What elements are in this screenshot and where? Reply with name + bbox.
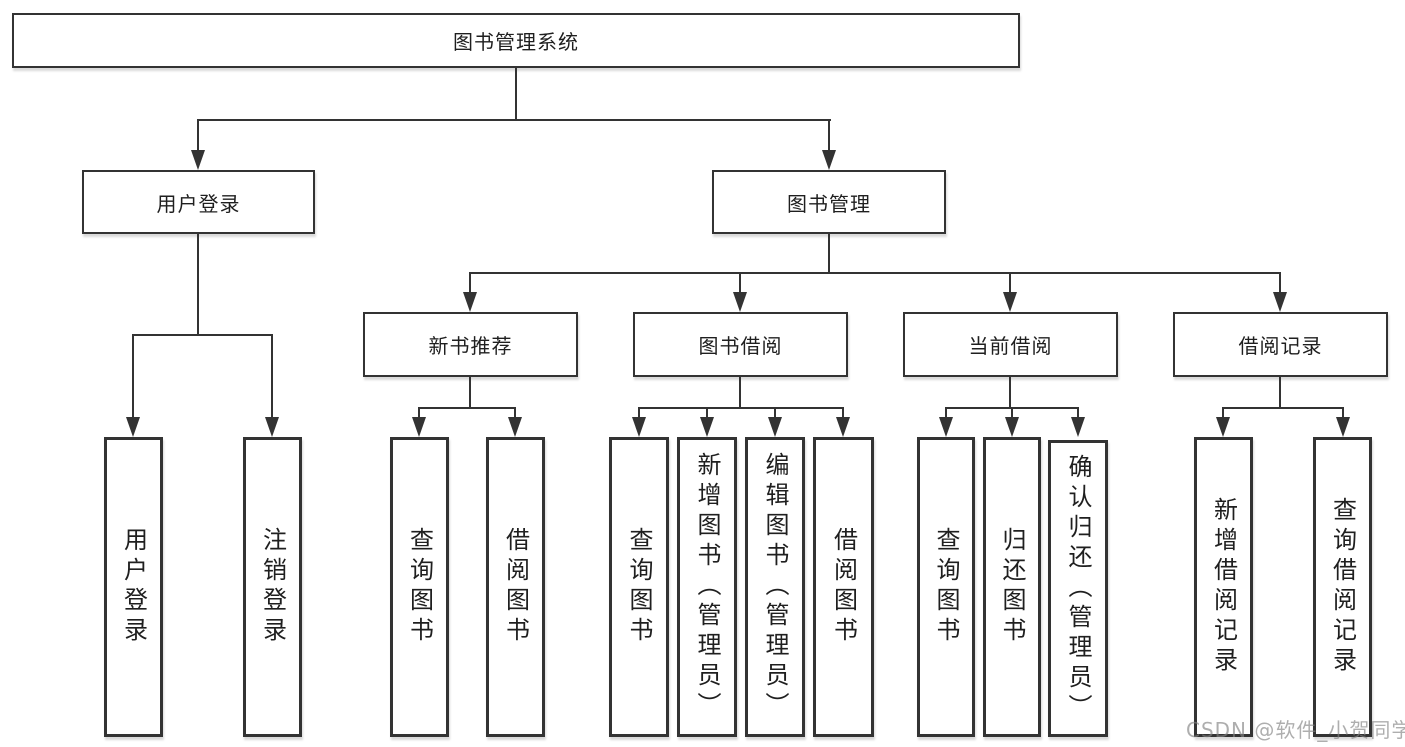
node-book-borrowing-label: 图书借阅	[698, 334, 783, 358]
connector-line	[133, 334, 273, 336]
leaf-confirm-return-admin: 确认归还（管理员）	[1048, 440, 1108, 737]
connector-line	[739, 272, 741, 294]
leaf-query-books-recommend-label: 查询图书	[405, 527, 434, 647]
leaf-edit-books-admin: 编辑图书（管理员）	[745, 437, 805, 737]
arrowhead-down	[412, 417, 426, 437]
arrowhead-down	[1336, 417, 1350, 437]
leaf-query-books-borrowing-label: 查询图书	[625, 527, 653, 647]
leaf-borrow-books-label: 借阅图书	[829, 527, 858, 647]
arrowhead-down	[1003, 292, 1017, 312]
arrowhead-down	[632, 417, 646, 437]
arrowhead-down	[191, 150, 205, 170]
node-user-login: 用户登录	[82, 170, 315, 234]
connector-line	[515, 68, 517, 121]
arrowhead-down	[1071, 417, 1085, 437]
connector-line	[774, 407, 776, 419]
connector-line	[197, 119, 831, 121]
connector-line	[469, 272, 471, 294]
leaf-logout: 注销登录	[243, 437, 302, 737]
connector-line	[197, 234, 199, 336]
connector-line	[469, 377, 471, 409]
connector-line	[1279, 272, 1281, 294]
arrowhead-down	[733, 292, 747, 312]
connector-line	[418, 407, 420, 419]
connector-line	[1011, 407, 1013, 419]
arrowhead-down	[126, 417, 140, 437]
connector-line	[470, 272, 1281, 274]
connector-line	[1009, 377, 1011, 409]
connector-line	[1223, 407, 1343, 409]
node-borrowing-records: 借阅记录	[1173, 312, 1388, 377]
node-borrowing-records-label: 借阅记录	[1238, 334, 1323, 358]
connector-line	[271, 334, 273, 419]
leaf-query-borrow-record-label: 查询借阅记录	[1328, 497, 1357, 677]
connector-line	[1077, 407, 1079, 419]
leaf-add-borrow-record: 新增借阅记录	[1194, 437, 1253, 737]
arrowhead-down	[508, 417, 522, 437]
arrowhead-down	[463, 292, 477, 312]
node-new-book-recommendation: 新书推荐	[363, 312, 578, 377]
leaf-return-books-label: 归还图书	[998, 527, 1026, 647]
leaf-query-books-current-label: 查询图书	[932, 527, 960, 647]
connector-line	[1279, 377, 1281, 409]
leaf-add-borrow-record-label: 新增借阅记录	[1209, 497, 1238, 677]
arrowhead-down	[700, 417, 714, 437]
leaf-logout-label: 注销登录	[258, 527, 287, 647]
node-user-login-label: 用户登录	[156, 191, 241, 216]
connector-line	[638, 407, 640, 419]
connector-line	[419, 407, 516, 409]
connector-line	[1222, 407, 1224, 419]
node-book-management-label: 图书管理	[787, 191, 871, 216]
leaf-edit-books-admin-label: 编辑图书（管理员）	[761, 452, 789, 722]
connector-line	[739, 377, 741, 409]
node-library-system-label: 图书管理系统	[453, 30, 579, 54]
arrowhead-down	[836, 417, 850, 437]
leaf-user-login: 用户登录	[104, 437, 163, 737]
connector-line	[842, 407, 844, 419]
leaf-borrow-books: 借阅图书	[813, 437, 874, 737]
leaf-query-books-borrowing: 查询图书	[609, 437, 669, 737]
leaf-user-login-label: 用户登录	[119, 527, 148, 647]
csdn-watermark: CSDN @软件_小贺同学	[1186, 718, 1405, 742]
node-current-borrowing: 当前借阅	[903, 312, 1118, 377]
connector-line	[514, 407, 516, 419]
node-book-management: 图书管理	[712, 170, 946, 234]
node-new-book-recommendation-label: 新书推荐	[428, 334, 513, 358]
arrowhead-down	[1005, 417, 1019, 437]
leaf-query-books-current: 查询图书	[917, 437, 975, 737]
connector-line	[828, 119, 830, 153]
connector-line	[639, 407, 844, 409]
connector-line	[1342, 407, 1344, 419]
connector-line	[945, 407, 947, 419]
arrowhead-down	[822, 150, 836, 170]
connector-line	[197, 119, 199, 153]
connector-line	[132, 334, 134, 419]
arrowhead-down	[1273, 292, 1287, 312]
connector-line	[1009, 272, 1011, 294]
leaf-query-books-recommend: 查询图书	[390, 437, 449, 737]
leaf-borrow-books-recommend: 借阅图书	[486, 437, 545, 737]
leaf-return-books: 归还图书	[983, 437, 1041, 737]
arrowhead-down	[768, 417, 782, 437]
connector-line	[828, 234, 830, 274]
arrowhead-down	[939, 417, 953, 437]
leaf-add-books-admin-label: 新增图书（管理员）	[693, 452, 721, 722]
leaf-borrow-books-recommend-label: 借阅图书	[501, 527, 530, 647]
leaf-add-books-admin: 新增图书（管理员）	[677, 437, 737, 737]
node-library-system: 图书管理系统	[12, 13, 1020, 68]
connector-line	[706, 407, 708, 419]
arrowhead-down	[265, 417, 279, 437]
leaf-confirm-return-admin-label: 确认归还（管理员）	[1064, 453, 1092, 724]
node-current-borrowing-label: 当前借阅	[968, 334, 1053, 358]
leaf-query-borrow-record: 查询借阅记录	[1313, 437, 1372, 737]
node-book-borrowing: 图书借阅	[633, 312, 848, 377]
arrowhead-down	[1216, 417, 1230, 437]
